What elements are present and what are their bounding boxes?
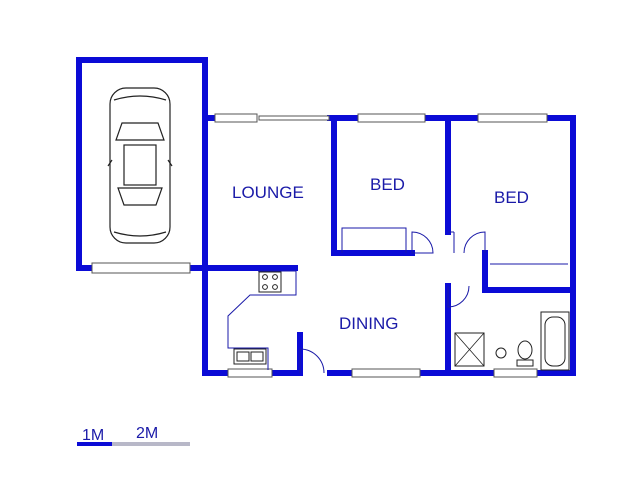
scale-label-1m: 1M (82, 427, 104, 444)
bed-window-2 (477, 113, 548, 123)
room-label-dining: DINING (339, 314, 399, 333)
cupboards (341, 227, 568, 265)
bed-window-1 (357, 113, 426, 123)
toilet-icon (516, 340, 534, 367)
kitchen-counter (227, 270, 297, 370)
windows (91, 113, 548, 378)
kitchen-window (227, 368, 273, 378)
room-label-bed-2: BED (494, 188, 529, 207)
door-swings (299, 231, 486, 374)
house-walls (202, 115, 576, 376)
scale-label-2m: 2M (136, 425, 158, 442)
scale-bar: 1M 2M (77, 425, 190, 446)
sliding-door (258, 115, 330, 121)
bathtub-icon (540, 311, 570, 371)
sink-icon (233, 348, 267, 365)
room-label-lounge: LOUNGE (232, 183, 304, 202)
shower-icon (454, 332, 485, 367)
car-icon (107, 87, 173, 244)
basin-icon (495, 347, 507, 359)
dining-window (351, 368, 421, 378)
stove-icon (258, 271, 282, 293)
lounge-window (214, 113, 258, 123)
garage-door (91, 262, 191, 274)
room-label-bed-1: BED (370, 175, 405, 194)
bath-window (493, 368, 538, 378)
